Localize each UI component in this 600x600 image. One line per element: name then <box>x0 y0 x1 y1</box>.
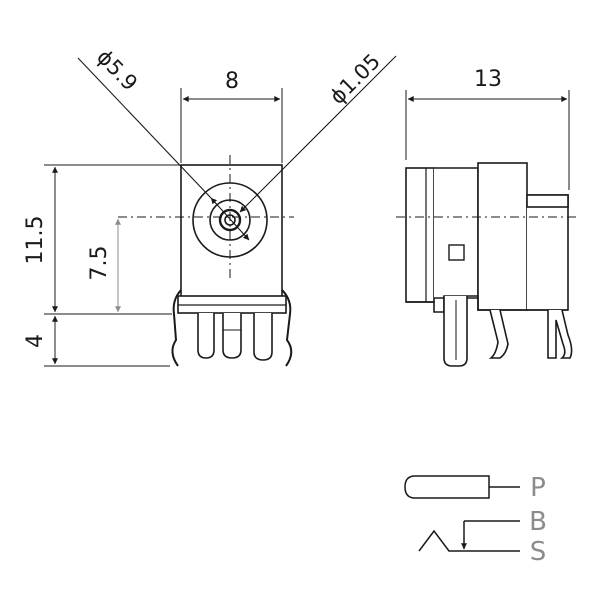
pin-schematic <box>404 475 520 552</box>
side-rear-body <box>477 162 528 311</box>
outer-diameter-label: ϕ5.9 <box>92 45 142 96</box>
front-pins <box>197 313 273 361</box>
vertical-dimensions <box>44 164 180 367</box>
side-middle-body <box>434 167 479 299</box>
front-pin-left <box>197 313 215 359</box>
side-rear-clip-right <box>547 309 573 359</box>
center-height-label: 7.5 <box>87 246 112 281</box>
sleeve-contact-symbol <box>418 529 520 552</box>
side-rear-step <box>527 194 569 311</box>
width-label: 8 <box>225 69 239 94</box>
depth-label: 13 <box>474 67 502 92</box>
side-front-flange <box>405 167 435 303</box>
pin-length-label: 4 <box>23 334 48 348</box>
side-rear-clip-left <box>488 309 509 359</box>
diameter-leaders <box>77 55 397 241</box>
outer-diameter-arrow <box>210 197 250 241</box>
front-left-clip <box>171 289 182 367</box>
outer-diameter-leader <box>77 57 212 199</box>
front-pin-middle <box>222 313 242 359</box>
power-pin-symbol <box>404 475 490 499</box>
front-pin-right <box>253 313 273 361</box>
side-view <box>405 162 573 367</box>
front-right-clip <box>281 289 293 367</box>
width-dimension <box>180 88 283 163</box>
legend-label-p: P <box>530 473 546 503</box>
side-indicator-square <box>448 244 465 261</box>
depth-dimension <box>405 90 570 190</box>
legend-label-s: S <box>530 537 547 567</box>
pin-diameter-label: ϕ1.05 <box>325 49 385 109</box>
total-height-label: 11.5 <box>23 216 48 265</box>
front-view <box>171 164 293 367</box>
pin-diameter-leader <box>239 55 397 213</box>
legend-label-b: B <box>529 507 547 537</box>
